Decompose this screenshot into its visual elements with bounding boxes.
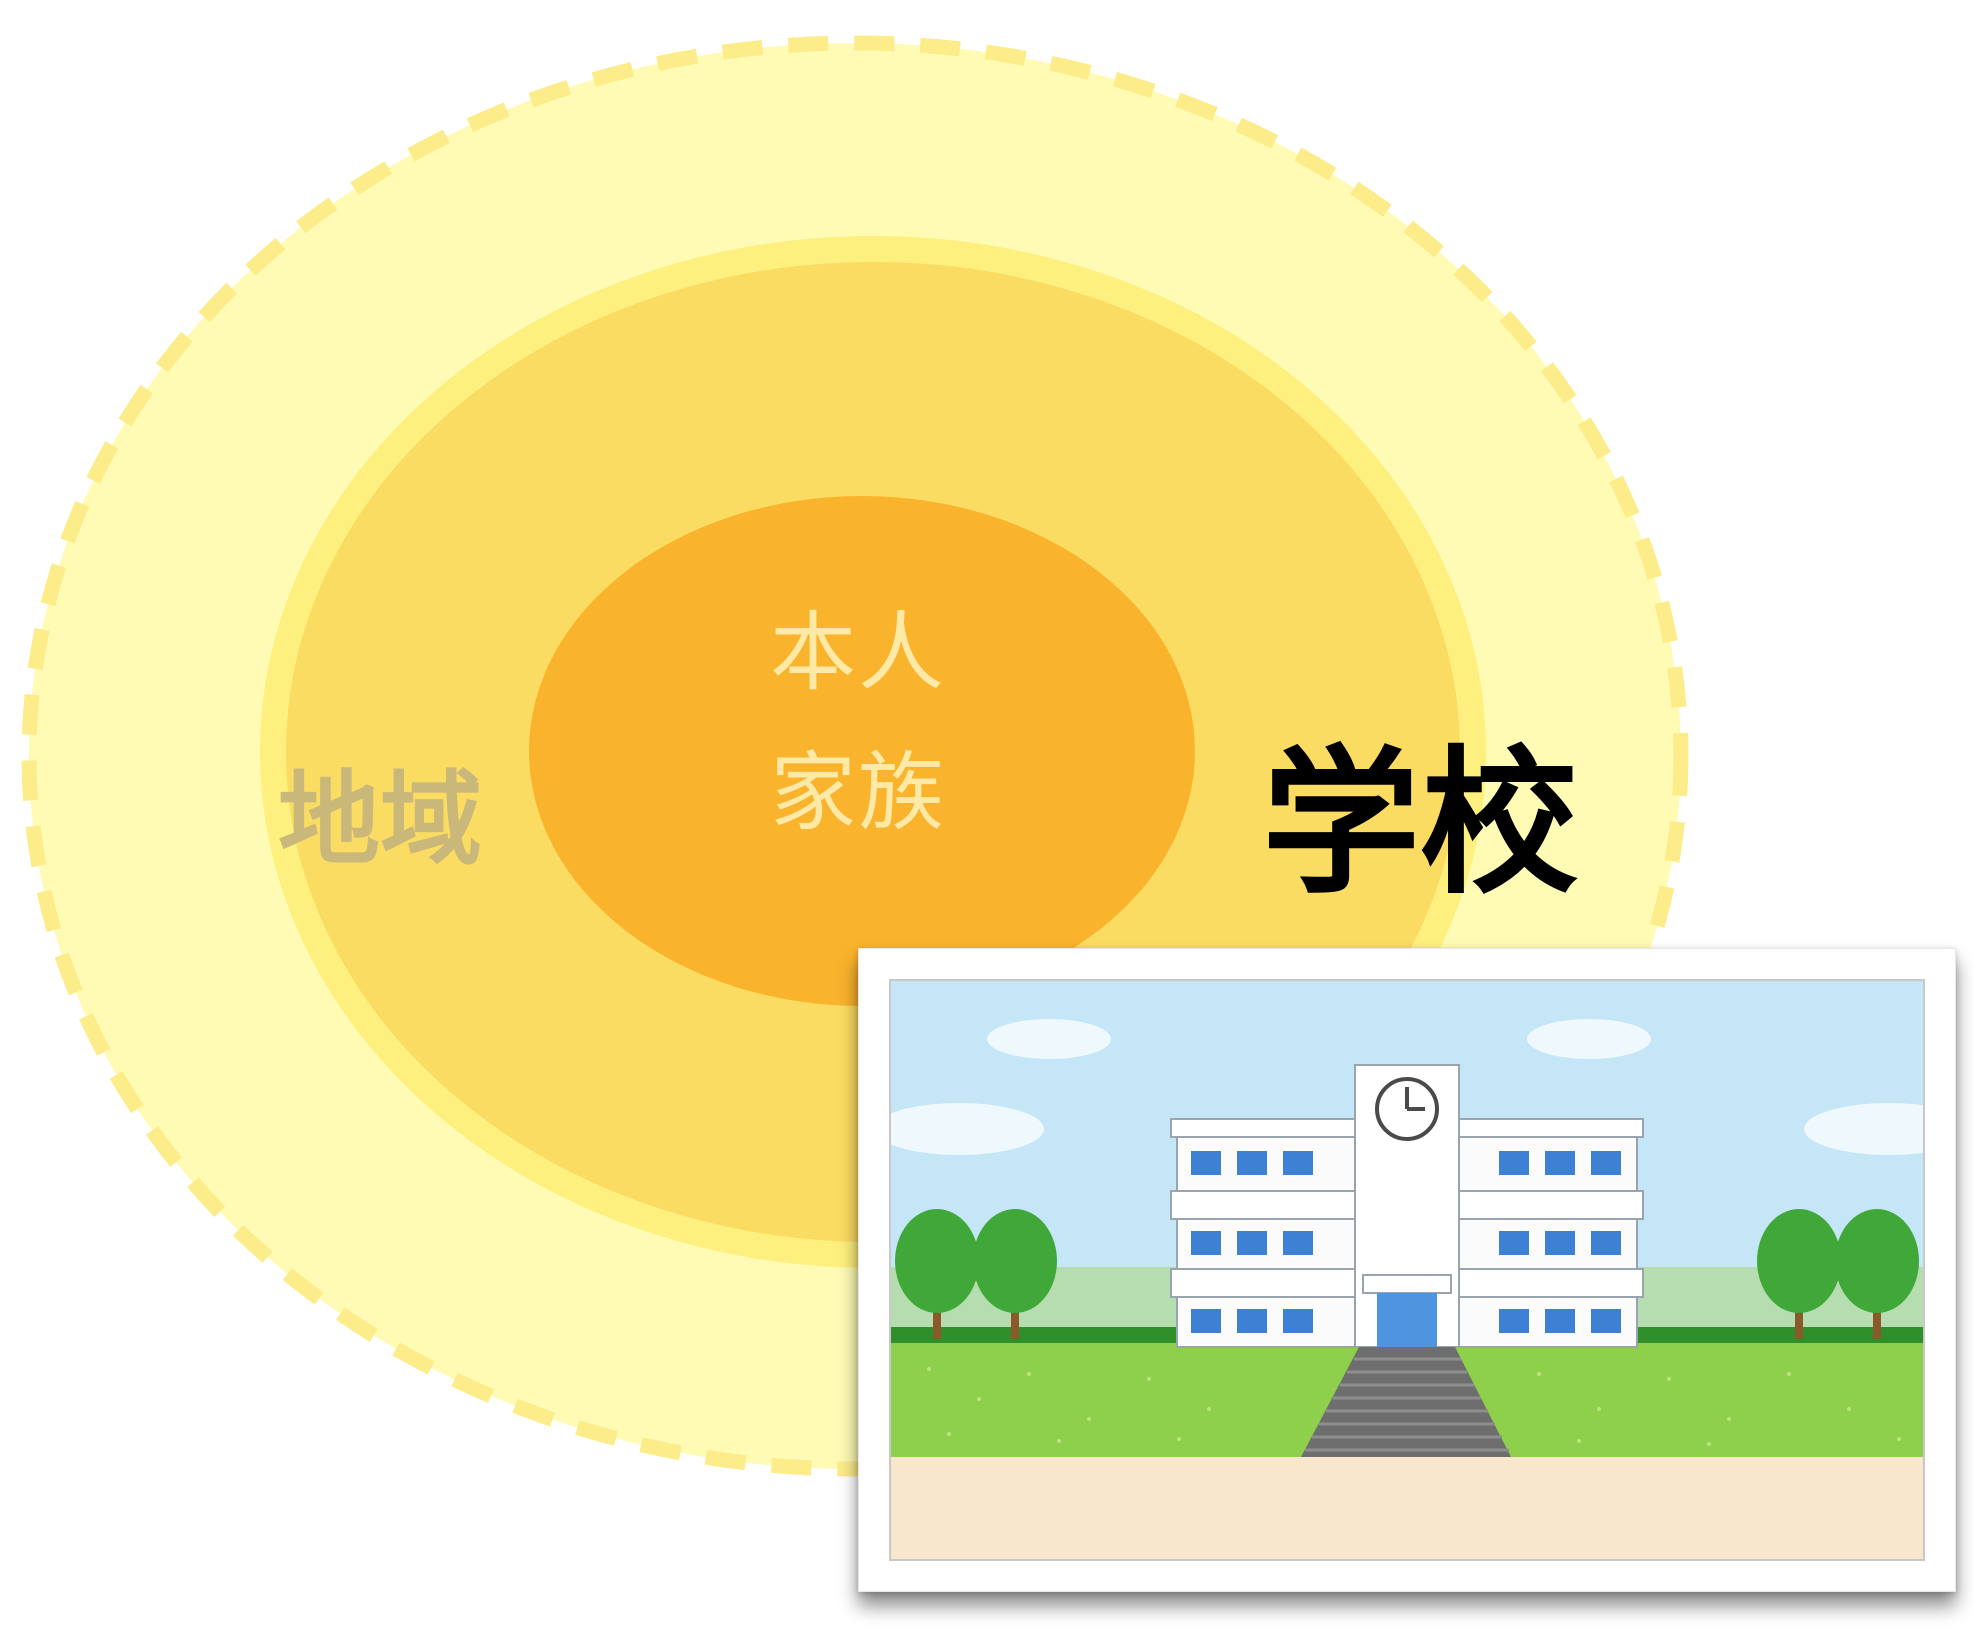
illustration-border — [889, 979, 1925, 1561]
inner-circle — [529, 496, 1195, 1006]
school-building-illustration — [889, 979, 1925, 1561]
clouds — [889, 1019, 1925, 1155]
label-family: 家族 — [770, 743, 946, 843]
tree-icon — [895, 1209, 979, 1339]
label-school: 学校 — [1262, 732, 1578, 916]
entrance-canopy — [1362, 1274, 1452, 1294]
tree-icon — [1757, 1209, 1841, 1339]
school-photo-frame — [858, 948, 1956, 1592]
ground — [889, 1457, 1925, 1561]
grass-flecks — [927, 1367, 1901, 1446]
entrance-door — [1377, 1293, 1437, 1347]
tree-icon — [1835, 1209, 1919, 1339]
tree-icon — [973, 1209, 1057, 1339]
label-self: 本人 — [770, 603, 946, 703]
clock-icon — [1375, 1077, 1439, 1141]
stairs — [1301, 1347, 1511, 1457]
label-region: 地域 — [278, 761, 482, 880]
windows — [1191, 1151, 1621, 1333]
